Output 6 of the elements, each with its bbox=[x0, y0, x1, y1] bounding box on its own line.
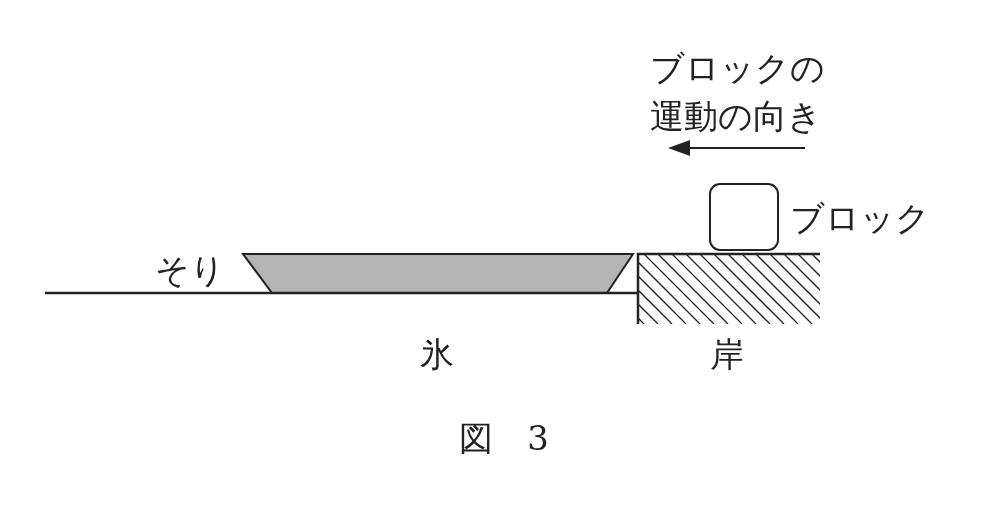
ice-label: 氷 bbox=[420, 334, 454, 374]
shore-label: 岸 bbox=[710, 334, 744, 374]
figure-caption: 図 3 bbox=[459, 418, 549, 458]
sled-label: そり bbox=[155, 250, 225, 290]
block-label: ブロック bbox=[790, 198, 930, 238]
direction-label: ブロックの運動の向き bbox=[650, 47, 826, 138]
